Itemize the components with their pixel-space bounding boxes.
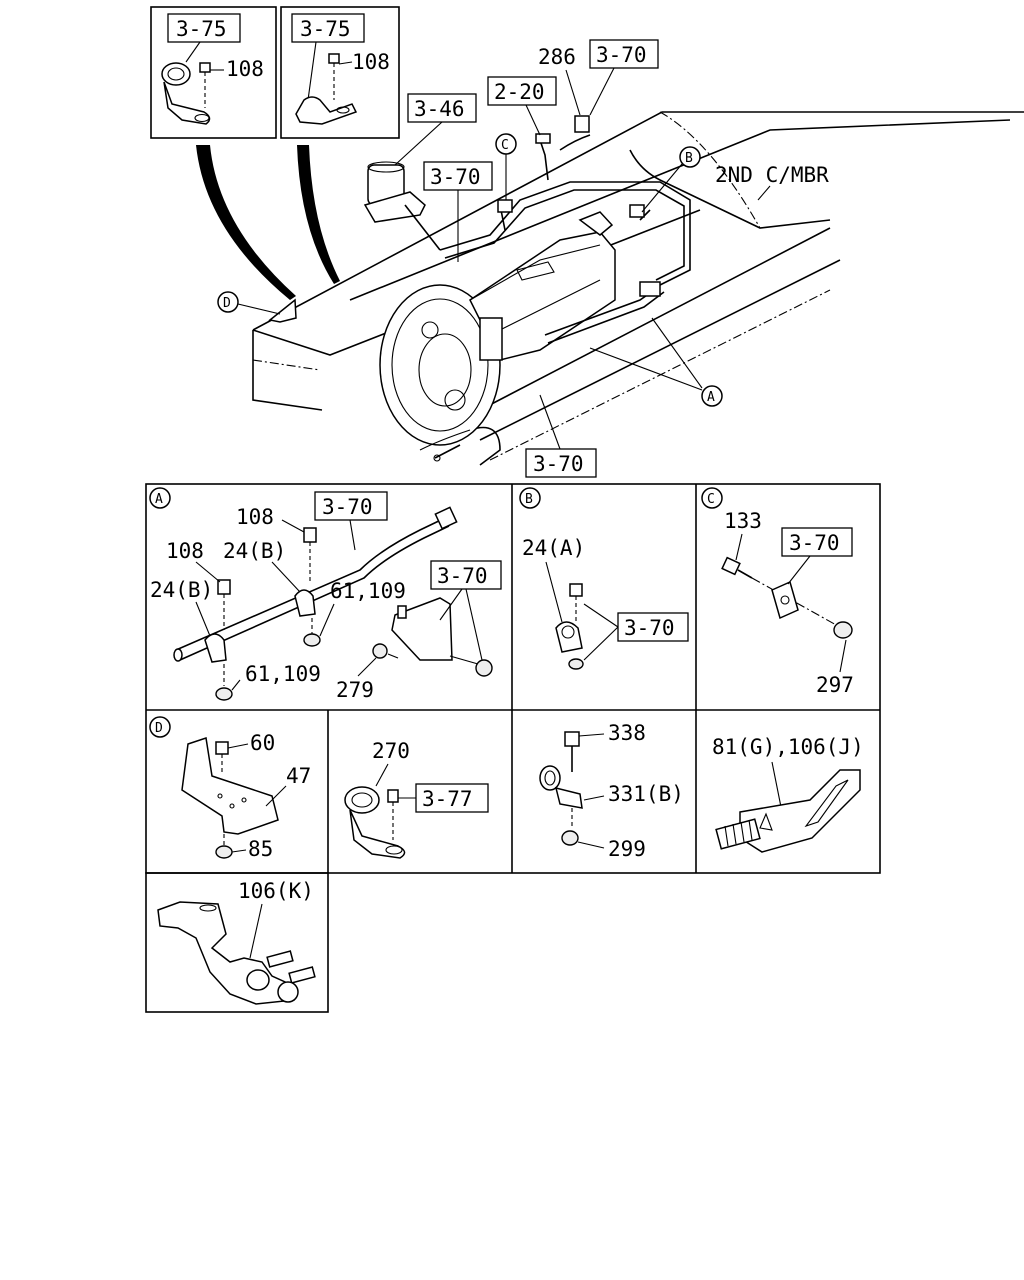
panel-81g-label: 81(G),106(J) bbox=[712, 735, 864, 759]
inset-right: 3-75 108 bbox=[280, 6, 400, 139]
inset-left-pointer bbox=[196, 145, 296, 300]
ref-2-20: 2-20 bbox=[494, 80, 545, 104]
panel-a-label-108-top: 108 bbox=[236, 505, 274, 529]
panel-a-label-24b-left: 24(B) bbox=[150, 578, 213, 602]
panel-d-label-47: 47 bbox=[286, 764, 311, 788]
panel-a-ref-top: 3-70 bbox=[322, 495, 373, 519]
panel-106k-label: 106(K) bbox=[238, 879, 314, 903]
top-assembly-diagram: 3-75 108 3-75 108 bbox=[150, 6, 1024, 478]
transmission bbox=[379, 211, 616, 462]
inset-left-ref: 3-75 bbox=[176, 17, 227, 41]
panel-b-ref: 3-70 bbox=[624, 616, 675, 640]
label-286: 286 bbox=[538, 45, 576, 69]
panel-338: 338 331(B) 299 bbox=[539, 721, 684, 861]
callout-d: D bbox=[217, 291, 281, 315]
panel-106k: 106(K) bbox=[157, 879, 316, 1005]
panel-270-ref: 3-77 bbox=[422, 787, 473, 811]
panel-a-label-61-109-right: 61,109 bbox=[330, 579, 406, 603]
ref-3-70-bottom: 3-70 bbox=[533, 452, 584, 476]
bracket-d bbox=[268, 298, 297, 323]
callout-c: C bbox=[495, 133, 517, 200]
inset-right-part: 108 bbox=[352, 50, 390, 74]
detail-grid bbox=[145, 483, 881, 1013]
svg-text:C: C bbox=[501, 138, 509, 153]
panel-c: C 133 3-70 297 bbox=[701, 487, 854, 697]
inset-right-pointer bbox=[297, 145, 340, 284]
panel-a-label-279: 279 bbox=[336, 678, 374, 702]
panel-c-label-133: 133 bbox=[724, 509, 762, 533]
panel-338-label-338: 338 bbox=[608, 721, 646, 745]
panel-a-ref-right: 3-70 bbox=[437, 564, 488, 588]
svg-text:B: B bbox=[525, 492, 533, 507]
panel-81g: 81(G),106(J) bbox=[712, 735, 864, 853]
panel-338-label-299: 299 bbox=[608, 837, 646, 861]
panel-d-label-85: 85 bbox=[248, 837, 273, 861]
svg-text:B: B bbox=[685, 151, 693, 166]
panel-a-label-108-left: 108 bbox=[166, 539, 204, 563]
panel-d: D 60 47 85 bbox=[149, 716, 311, 861]
callout-b: B bbox=[641, 146, 701, 213]
svg-text:A: A bbox=[707, 390, 715, 405]
ref-3-70-top: 3-70 bbox=[596, 43, 647, 67]
callout-a: A bbox=[589, 317, 723, 407]
inset-left-ref-box bbox=[167, 13, 241, 43]
panel-c-ref: 3-70 bbox=[789, 531, 840, 555]
panel-338-label-331b: 331(B) bbox=[608, 782, 684, 806]
panel-a-label-24b-right: 24(B) bbox=[223, 539, 286, 563]
inset-left-part: 108 bbox=[226, 57, 264, 81]
svg-text:D: D bbox=[155, 721, 163, 736]
inset-right-ref-box bbox=[291, 13, 365, 43]
panel-a: A 3-70 3-70 108 108 bbox=[149, 487, 502, 702]
panel-b: B 24(A) 3-70 bbox=[519, 487, 689, 670]
inset-right-ref: 3-75 bbox=[300, 17, 351, 41]
air-dryer bbox=[363, 161, 441, 251]
svg-text:C: C bbox=[707, 492, 715, 507]
panel-b-label-24a: 24(A) bbox=[522, 536, 585, 560]
svg-text:D: D bbox=[223, 296, 231, 311]
panel-d-label-60: 60 bbox=[250, 731, 275, 755]
panel-270: 270 3-77 bbox=[344, 739, 489, 859]
inset-left: 3-75 108 bbox=[150, 6, 277, 139]
second-cross-member-label: 2ND C/MBR bbox=[715, 163, 829, 187]
panel-270-label: 270 bbox=[372, 739, 410, 763]
ref-3-70-mid: 3-70 bbox=[430, 165, 481, 189]
panel-c-label-297: 297 bbox=[816, 673, 854, 697]
svg-text:A: A bbox=[155, 492, 163, 507]
panel-a-label-61-109-bottom: 61,109 bbox=[245, 662, 321, 686]
ref-3-46: 3-46 bbox=[414, 97, 465, 121]
